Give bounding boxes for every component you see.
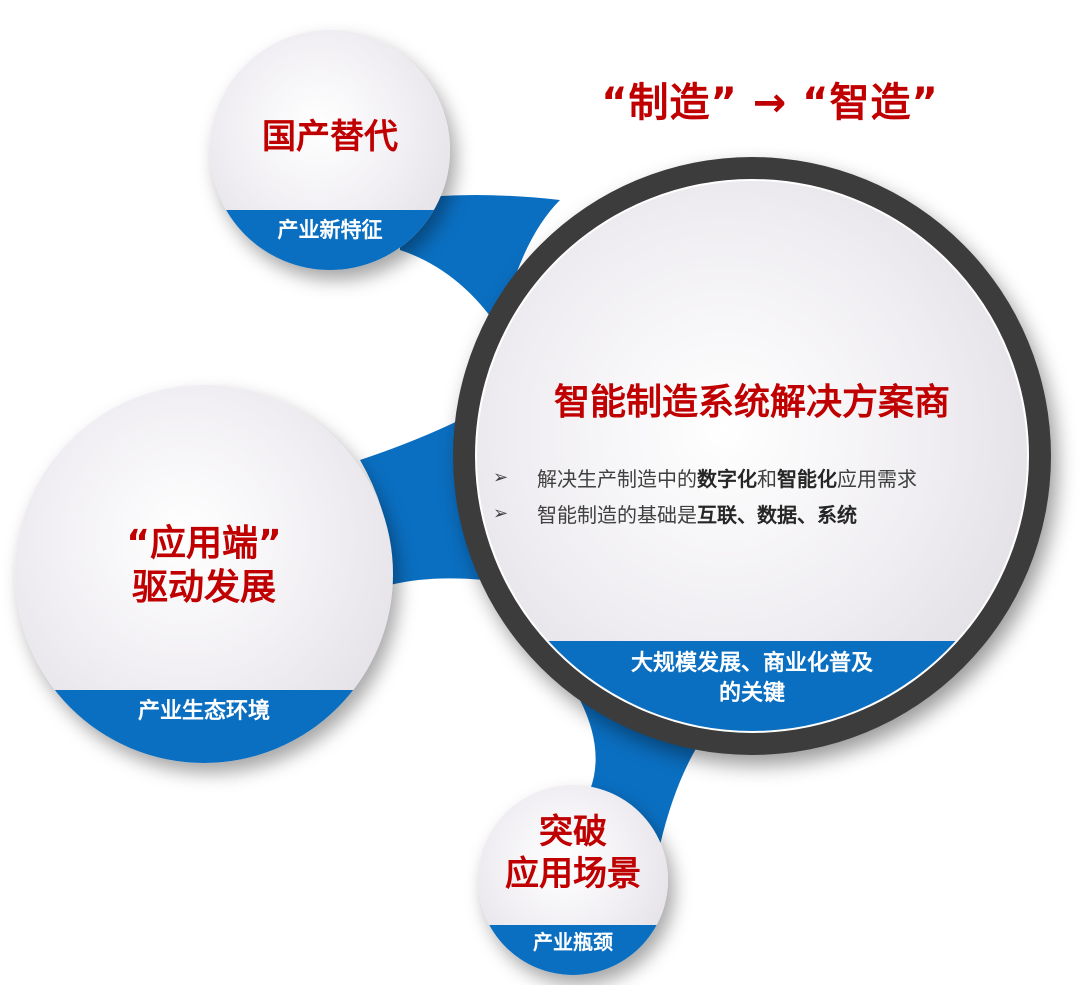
bullet-emphasis: 互联、数据、系统	[697, 502, 857, 527]
node-band: 产业新特征	[210, 210, 450, 270]
main-band-line1: 大规模发展、商业化普及	[630, 651, 873, 676]
headline-manufacturing-to-smart: “制造” → “智造”	[601, 80, 939, 126]
bullet-text: 智能制造的基础是	[537, 502, 697, 527]
arrowhead-bullet-icon: ➢	[493, 466, 509, 488]
node-title-line1: 突破	[539, 812, 607, 852]
main-title: 智能制造系统解决方案商	[553, 382, 950, 423]
main-band: 大规模发展、商业化普及 的关键	[477, 641, 1027, 731]
node-title-line2: 应用场景	[505, 854, 641, 894]
node-band: 产业生态环境	[15, 690, 393, 763]
arrowhead-bullet-icon: ➢	[493, 502, 509, 524]
bullet-item: ➢ 解决生产制造中的数字化和智能化应用需求	[493, 459, 1027, 495]
node-title: 国产替代	[262, 117, 398, 157]
node-main-smart-manufacturing: 智能制造系统解决方案商 ➢ 解决生产制造中的数字化和智能化应用需求 ➢ 智能制造…	[475, 179, 1029, 733]
node-main-ring: 智能制造系统解决方案商 ➢ 解决生产制造中的数字化和智能化应用需求 ➢ 智能制造…	[453, 157, 1051, 755]
bullet-text: 解决生产制造中的	[537, 466, 697, 491]
node-breakthrough-scenarios: 突破 应用场景 产业瓶颈	[478, 785, 668, 975]
main-bullet-list: ➢ 解决生产制造中的数字化和智能化应用需求 ➢ 智能制造的基础是互联、数据、系统	[493, 459, 1027, 531]
bullet-text: 和	[757, 466, 777, 491]
node-title-line1: “应用端”	[126, 523, 282, 564]
bullet-emphasis: 智能化	[777, 466, 837, 491]
main-band-line2: 的关键	[718, 681, 785, 706]
bullet-text: 应用需求	[837, 466, 917, 491]
node-application-driven: “应用端” 驱动发展 产业生态环境	[15, 385, 393, 763]
node-title-line2: 驱动发展	[131, 567, 276, 608]
node-domestic-substitution: 国产替代 产业新特征	[210, 30, 450, 270]
bullet-item: ➢ 智能制造的基础是互联、数据、系统	[493, 495, 1027, 531]
node-band: 产业瓶颈	[478, 925, 668, 975]
bullet-emphasis: 数字化	[697, 466, 757, 491]
